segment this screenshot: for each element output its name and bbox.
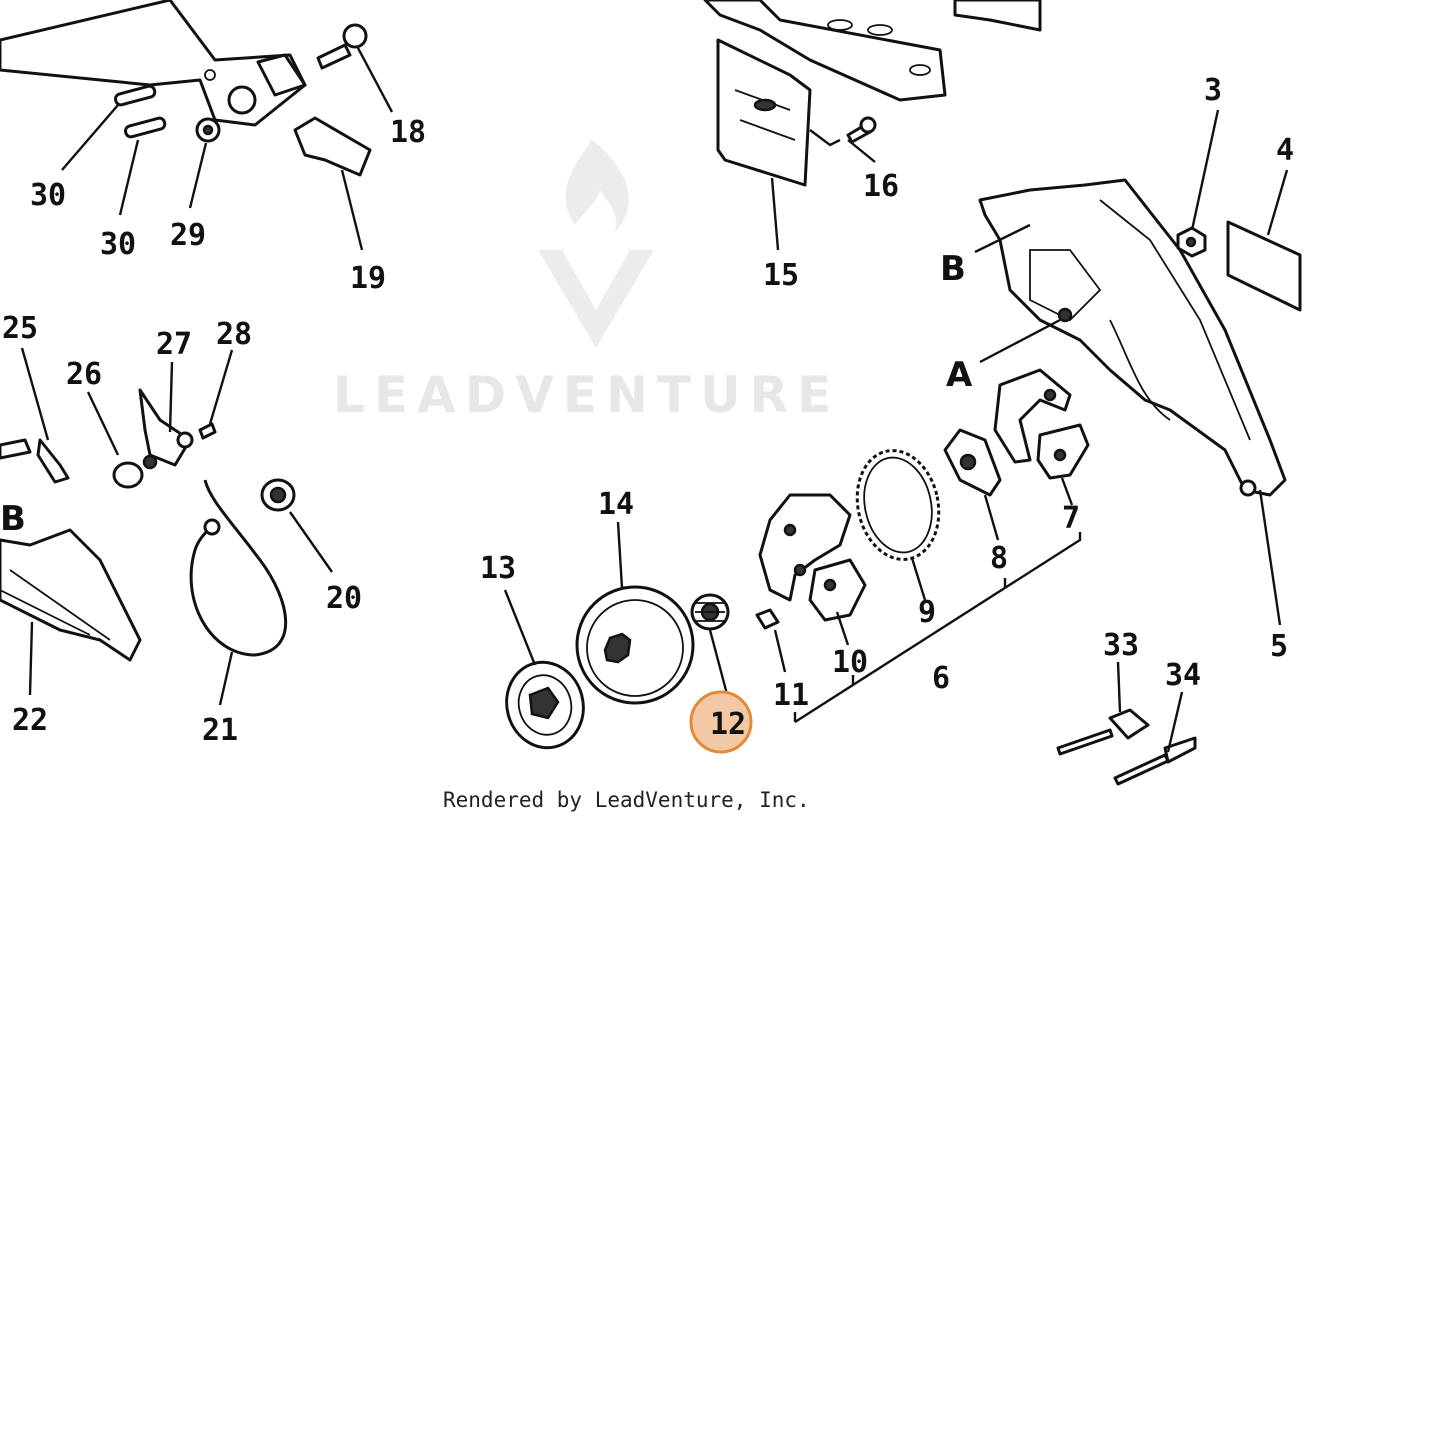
leadventure-logo-icon <box>538 140 654 348</box>
decal-4 <box>1226 220 1302 312</box>
label-29[interactable]: 29 <box>170 218 206 253</box>
screw-11 <box>755 608 780 630</box>
bar-top-fragments <box>703 0 1042 102</box>
label-10[interactable]: 10 <box>832 645 868 680</box>
label-4[interactable]: 4 <box>1276 133 1294 168</box>
label-18[interactable]: 18 <box>390 115 426 150</box>
label-25[interactable]: 25 <box>2 311 38 346</box>
label-26[interactable]: 26 <box>66 357 102 392</box>
label-21[interactable]: 21 <box>202 713 238 748</box>
label-3[interactable]: 3 <box>1204 73 1222 108</box>
label-30-b[interactable]: 30 <box>100 227 136 262</box>
bolt-16 <box>846 116 877 144</box>
clutch-spring-9 <box>855 449 941 561</box>
leader-lines <box>20 47 1289 753</box>
spring-25 <box>0 438 70 484</box>
clip-19 <box>293 116 372 177</box>
label-5[interactable]: 5 <box>1270 629 1288 664</box>
label-12[interactable]: 12 <box>710 707 746 742</box>
pin-30-lower <box>124 116 167 139</box>
wrench-33 <box>1056 708 1150 756</box>
label-15[interactable]: 15 <box>763 258 799 293</box>
pin-30-upper <box>114 84 157 107</box>
label-34[interactable]: 34 <box>1165 658 1201 693</box>
label-33[interactable]: 33 <box>1103 628 1139 663</box>
ref-label-a: A <box>946 355 973 395</box>
label-13[interactable]: 13 <box>480 551 516 586</box>
label-20[interactable]: 20 <box>326 581 362 616</box>
screw-28 <box>198 422 217 440</box>
label-6[interactable]: 6 <box>932 661 950 696</box>
bushing-20 <box>260 478 296 512</box>
label-8[interactable]: 8 <box>990 541 1008 576</box>
bar-plate-15 <box>716 38 812 187</box>
watermark-text: LEADVENTURE <box>333 366 840 424</box>
exploded-parts-diagram: LEADVENTURE <box>0 0 1302 786</box>
nut-29 <box>195 117 221 143</box>
label-28[interactable]: 28 <box>216 317 252 352</box>
highlight-marker-12[interactable] <box>689 690 753 754</box>
leadventure-watermark: LEADVENTURE <box>333 140 840 424</box>
label-11[interactable]: 11 <box>773 678 809 713</box>
clutch-hub-8 <box>943 428 1002 497</box>
brake-band-21 <box>189 479 288 657</box>
clutch-cover-5 <box>978 178 1287 497</box>
brake-lever-assembly <box>0 0 307 127</box>
ref-label-b-left: B <box>0 499 26 539</box>
handguard-22 <box>0 528 142 662</box>
bolt-18 <box>316 23 368 70</box>
label-19[interactable]: 19 <box>350 261 386 296</box>
label-27[interactable]: 27 <box>156 327 192 362</box>
clutch-assembly-10 <box>758 493 867 622</box>
label-16[interactable]: 16 <box>863 169 899 204</box>
label-9[interactable]: 9 <box>918 595 936 630</box>
label-14[interactable]: 14 <box>598 487 634 522</box>
label-22[interactable]: 22 <box>12 703 48 738</box>
needle-bearing-12 <box>690 593 730 631</box>
part-labels: 18 30 30 29 19 25 26 27 28 20 21 22 15 1… <box>0 73 1294 748</box>
bushing-26 <box>112 454 158 489</box>
rim-sprocket-13 <box>505 660 585 750</box>
label-30-a[interactable]: 30 <box>30 178 66 213</box>
clutch-shoe-7 <box>993 368 1090 480</box>
lever-27 <box>138 388 194 467</box>
screwdriver-34 <box>1113 736 1197 786</box>
render-credit: Rendered by LeadVenture, Inc. <box>443 788 810 812</box>
nut-3 <box>1176 226 1207 258</box>
label-7[interactable]: 7 <box>1062 501 1080 536</box>
clutch-drum-14 <box>575 585 695 705</box>
ref-label-b-right: B <box>940 249 966 289</box>
